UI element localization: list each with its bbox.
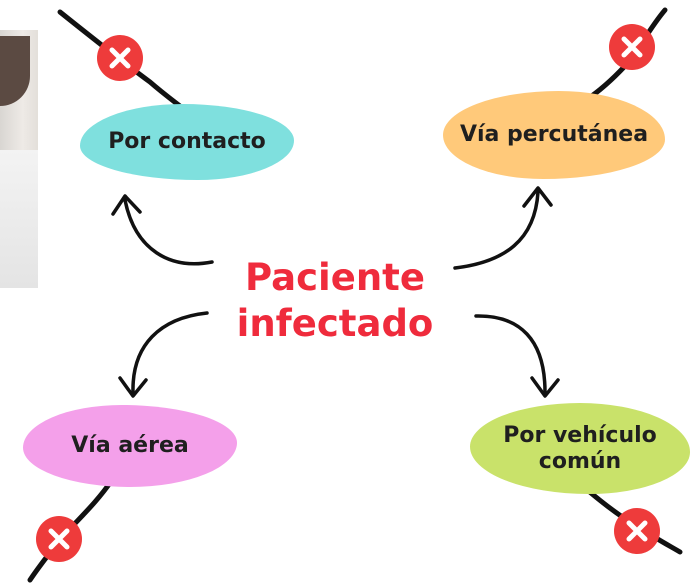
nurse-photo [0, 30, 38, 288]
node-label-line1: Por vehículo [503, 422, 657, 448]
arrow-to-percutanea [453, 190, 540, 270]
node-via-aerea: Vía aérea [23, 405, 237, 487]
node-label-line2: común [538, 448, 622, 474]
arrowhead-percutanea [522, 186, 553, 208]
stem-contacto [57, 9, 188, 113]
node-label: Vía percutánea [459, 122, 649, 147]
center-title: Paciente infectado [210, 255, 460, 347]
arrow-to-aerea [131, 311, 209, 394]
arrow-to-contacto [123, 198, 214, 266]
arrowhead-aerea [118, 376, 148, 398]
close-icon [614, 508, 660, 554]
node-por-contacto: Por contacto [80, 104, 294, 180]
close-icon [36, 516, 82, 562]
center-title-line2: infectado [236, 302, 434, 345]
close-icon [609, 24, 655, 70]
arrowhead-vehiculo [530, 376, 560, 398]
arrow-to-vehiculo [474, 314, 547, 394]
close-icon [97, 35, 143, 81]
arrowhead-contacto [111, 194, 142, 216]
node-label: Vía aérea [71, 433, 189, 458]
center-title-line1: Paciente [245, 256, 425, 299]
node-label: Por contacto [108, 129, 266, 154]
node-via-percutanea: Vía percutánea [443, 91, 665, 179]
node-por-vehiculo-comun: Por vehículo común [470, 403, 690, 494]
